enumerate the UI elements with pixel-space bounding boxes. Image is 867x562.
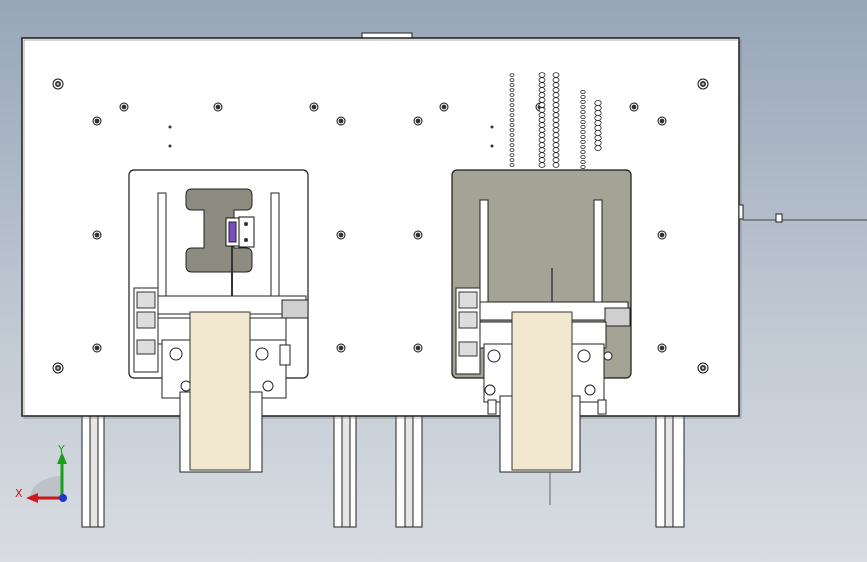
chain-link bbox=[580, 105, 586, 110]
chain-link bbox=[580, 129, 586, 134]
side-pin bbox=[738, 204, 867, 223]
chain-link bbox=[509, 113, 515, 117]
chain-link bbox=[509, 133, 515, 137]
chain-link bbox=[509, 73, 515, 77]
cable-chain-links bbox=[509, 72, 602, 184]
chain-link bbox=[509, 158, 515, 162]
chain-link bbox=[509, 143, 515, 147]
y-axis-label: Y bbox=[58, 443, 65, 456]
right-station bbox=[451, 169, 632, 473]
chain-link bbox=[580, 115, 586, 120]
chain-link bbox=[538, 162, 546, 168]
chain-link bbox=[509, 123, 515, 127]
chain-link bbox=[509, 153, 515, 157]
chain-link bbox=[509, 98, 515, 102]
chain-link bbox=[509, 88, 515, 92]
chain-link bbox=[594, 144, 602, 151]
chain-link bbox=[580, 125, 586, 130]
chain-link bbox=[580, 120, 586, 125]
mounting-bolts bbox=[52, 78, 709, 374]
sensor-icon bbox=[228, 221, 237, 243]
chain-link bbox=[580, 100, 586, 105]
chain-link bbox=[509, 93, 515, 97]
x-axis-label: X bbox=[15, 487, 23, 500]
z-axis-dot bbox=[59, 494, 67, 502]
left-pad bbox=[189, 311, 251, 471]
left-station bbox=[128, 169, 309, 473]
chain-link bbox=[580, 144, 586, 149]
chain-link bbox=[509, 108, 515, 112]
chain-link bbox=[580, 139, 586, 144]
chain-link bbox=[580, 90, 586, 95]
chain-link bbox=[509, 83, 515, 87]
chain-link bbox=[552, 162, 560, 168]
chain-link bbox=[580, 110, 586, 115]
chain-link bbox=[580, 154, 586, 159]
chain-link bbox=[580, 164, 586, 169]
right-pad bbox=[511, 311, 573, 471]
chain-link bbox=[509, 138, 515, 142]
chain-link bbox=[509, 118, 515, 122]
chain-link bbox=[580, 149, 586, 154]
chain-link bbox=[509, 148, 515, 152]
chain-link bbox=[509, 163, 515, 167]
chain-link bbox=[509, 103, 515, 107]
chain-link bbox=[509, 128, 515, 132]
chain-link bbox=[509, 78, 515, 82]
chain-link bbox=[580, 159, 586, 164]
chain-link bbox=[580, 95, 586, 100]
lower-rails bbox=[81, 414, 685, 528]
gripper-cutout bbox=[185, 188, 253, 273]
chain-link bbox=[580, 134, 586, 139]
